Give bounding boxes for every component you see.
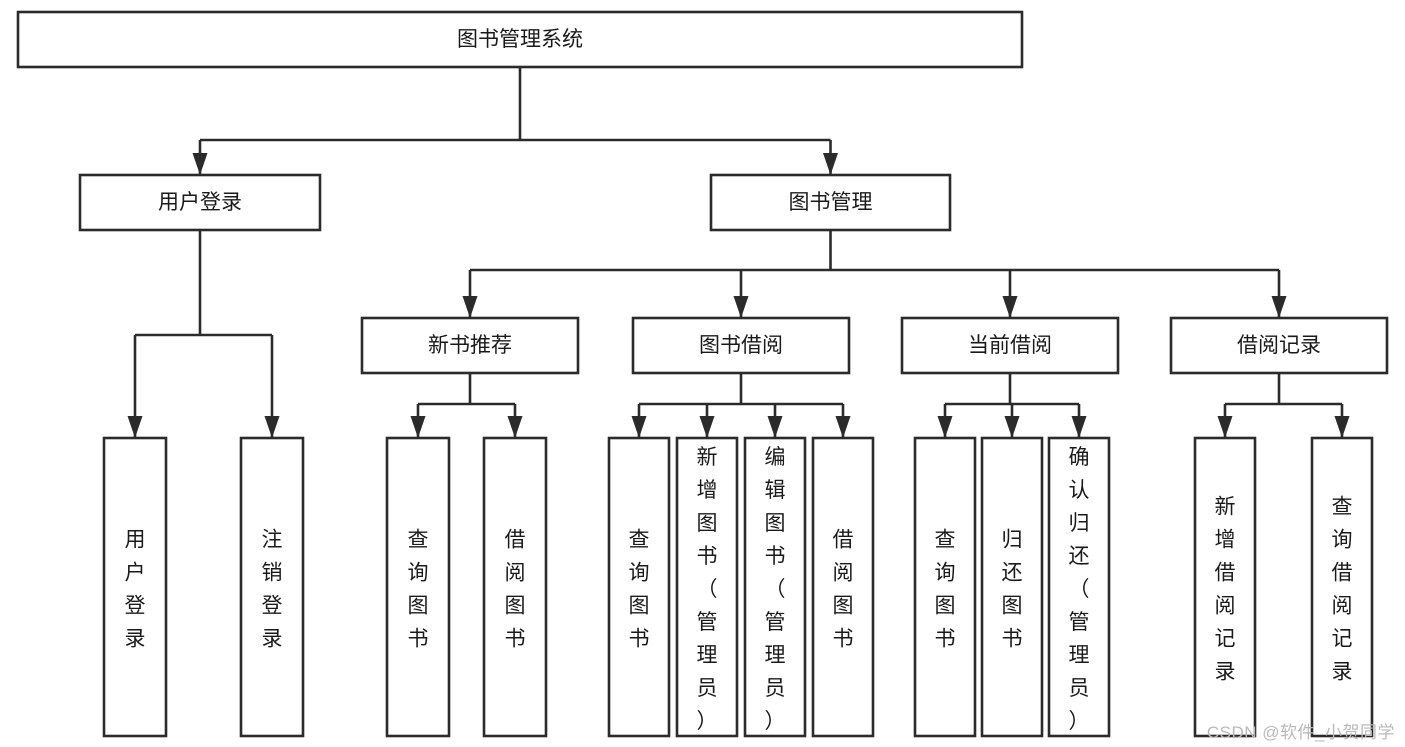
node-book-borrow[interactable]: 图书借阅 xyxy=(631,316,851,375)
node-leaf-return-book[interactable]: 归还图书 xyxy=(980,436,1044,738)
arrow-head-icon xyxy=(410,416,426,438)
node-borrow-record[interactable]: 借阅记录 xyxy=(1169,316,1389,375)
node-leaf-borrow-book-1[interactable]: 借阅图书 xyxy=(482,436,548,738)
node-current-borrow[interactable]: 当前借阅 xyxy=(900,316,1120,375)
arrow-head-icon xyxy=(507,416,523,438)
node-box xyxy=(239,436,305,738)
arrow-head-icon xyxy=(937,416,953,438)
node-box xyxy=(102,436,168,738)
node-label: 编辑图书（管理员） xyxy=(765,446,786,733)
arrow-head-icon xyxy=(835,416,851,438)
node-leaf-logout[interactable]: 注销登录 xyxy=(239,436,305,738)
node-label: 用户登录 xyxy=(158,191,242,214)
node-root[interactable]: 图书管理系统 xyxy=(16,10,1024,69)
node-label: 图书管理系统 xyxy=(457,28,583,51)
node-label: 新书推荐 xyxy=(428,334,512,357)
arrow-head-icon xyxy=(1071,416,1087,438)
node-label: 注销登录 xyxy=(262,529,283,651)
node-label: 图书管理 xyxy=(789,191,873,214)
arrow-head-icon xyxy=(733,296,749,318)
node-box xyxy=(16,10,1024,69)
node-label: 借阅记录 xyxy=(1237,334,1321,357)
node-box xyxy=(1169,316,1389,375)
node-box xyxy=(607,436,671,738)
node-box xyxy=(913,436,977,738)
node-leaf-query-book-1[interactable]: 查询图书 xyxy=(385,436,451,738)
node-label: 查询图书 xyxy=(408,529,429,651)
arrow-head-icon xyxy=(1217,416,1233,438)
node-label: 归还图书 xyxy=(1002,529,1023,651)
node-leaf-borrow-book-2[interactable]: 借阅图书 xyxy=(811,436,875,738)
node-leaf-query-book-2[interactable]: 查询图书 xyxy=(607,436,671,738)
node-leaf-query-record[interactable]: 查询借阅记录 xyxy=(1310,436,1374,738)
node-box xyxy=(1193,436,1257,738)
arrow-head-icon xyxy=(767,416,783,438)
arrow-head-icon xyxy=(264,416,280,438)
arrow-head-icon xyxy=(699,416,715,438)
node-box xyxy=(743,436,807,738)
arrow-head-icon xyxy=(1002,296,1018,318)
node-leaf-confirm-return[interactable]: 确认归还（管理员） xyxy=(1047,436,1111,738)
arrow-head-icon xyxy=(1334,416,1350,438)
arrow-head-icon xyxy=(1271,296,1287,318)
node-leaf-add-record[interactable]: 新增借阅记录 xyxy=(1193,436,1257,738)
node-box xyxy=(78,173,322,232)
node-label: 查询图书 xyxy=(935,529,956,651)
node-label: 确认归还（管理员） xyxy=(1069,446,1090,733)
node-box xyxy=(1047,436,1111,738)
arrow-head-icon xyxy=(823,153,838,175)
node-box xyxy=(385,436,451,738)
node-book-manage[interactable]: 图书管理 xyxy=(709,173,952,232)
node-leaf-edit-book[interactable]: 编辑图书（管理员） xyxy=(743,436,807,738)
node-leaf-user-login[interactable]: 用户登录 xyxy=(102,436,168,738)
node-label: 查询图书 xyxy=(629,529,650,651)
node-label: 借阅图书 xyxy=(505,529,526,651)
node-box xyxy=(980,436,1044,738)
node-user-login[interactable]: 用户登录 xyxy=(78,173,322,232)
node-box xyxy=(675,436,739,738)
node-leaf-query-book-3[interactable]: 查询图书 xyxy=(913,436,977,738)
arrow-head-icon xyxy=(1004,416,1020,438)
node-label: 图书借阅 xyxy=(699,334,783,357)
node-box xyxy=(709,173,952,232)
node-box xyxy=(360,316,580,375)
node-box xyxy=(1310,436,1374,738)
arrow-head-icon xyxy=(462,296,478,318)
node-box xyxy=(900,316,1120,375)
node-label: 当前借阅 xyxy=(968,334,1052,357)
node-box xyxy=(631,316,851,375)
node-box xyxy=(811,436,875,738)
node-layer: 图书管理系统用户登录图书管理新书推荐图书借阅当前借阅借阅记录用户登录注销登录查询… xyxy=(16,10,1389,738)
node-leaf-add-book[interactable]: 新增图书（管理员） xyxy=(675,436,739,738)
node-label: 借阅图书 xyxy=(833,529,854,651)
node-label: 用户登录 xyxy=(125,529,146,651)
arrow-head-icon xyxy=(631,416,647,438)
node-label: 新增借阅记录 xyxy=(1215,496,1236,684)
node-label: 新增图书（管理员） xyxy=(697,446,718,733)
arrow-head-icon xyxy=(192,153,208,175)
arrow-head-icon xyxy=(127,416,143,438)
node-new-book-rec[interactable]: 新书推荐 xyxy=(360,316,580,375)
node-label: 查询借阅记录 xyxy=(1332,496,1353,684)
csdn-watermark: CSDN @软件_小贺同学 xyxy=(1206,723,1395,742)
node-box xyxy=(482,436,548,738)
edge-layer xyxy=(127,67,1350,438)
